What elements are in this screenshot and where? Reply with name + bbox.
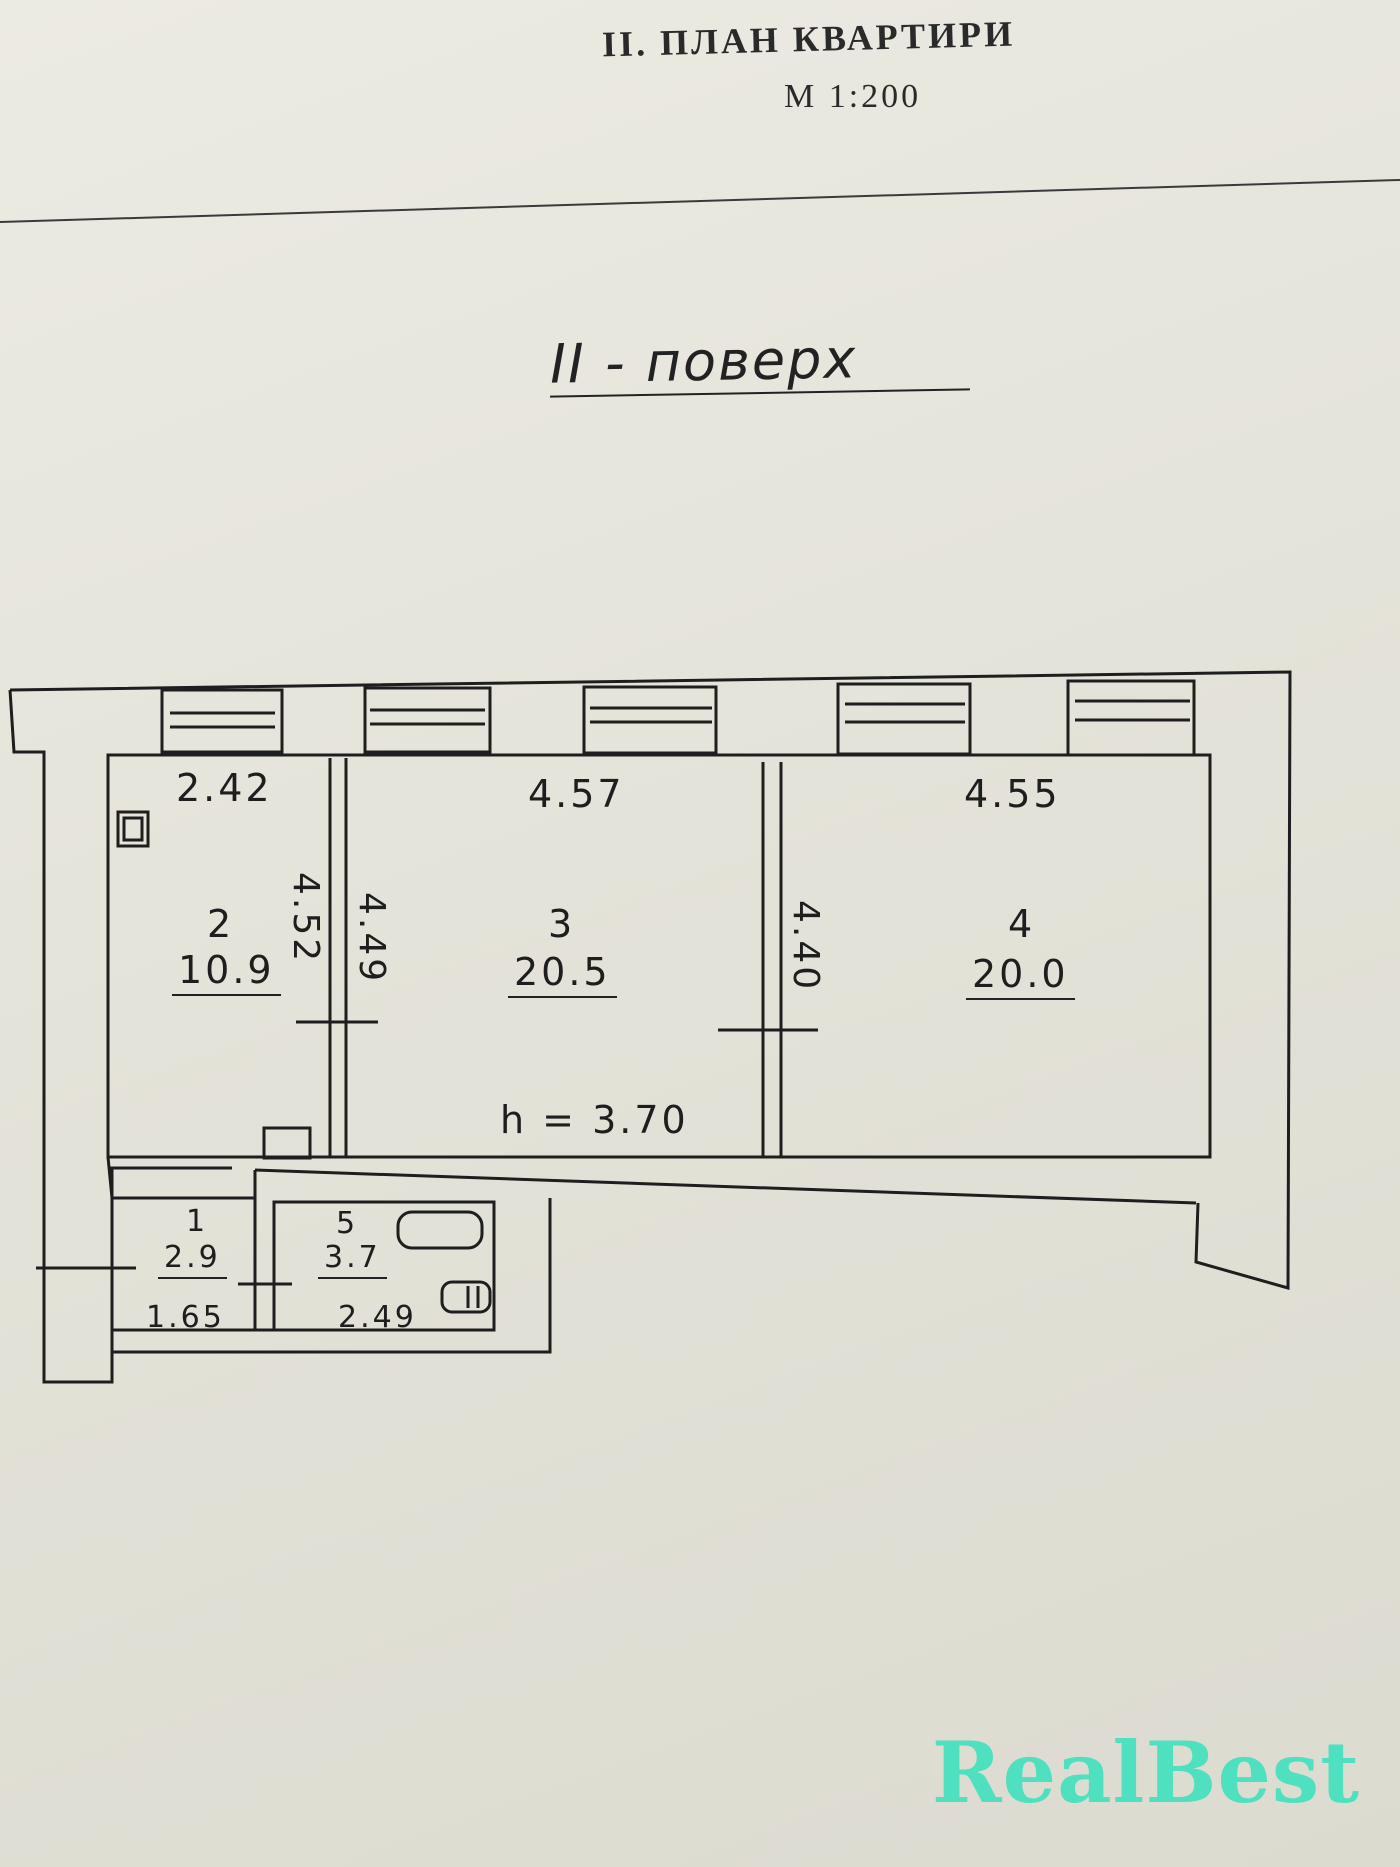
room-1-width: 1.65 xyxy=(146,1300,225,1335)
plan-scale: М 1:200 xyxy=(784,78,922,115)
windows xyxy=(160,679,1196,757)
interior-walls xyxy=(106,753,1212,1332)
cabinet-symbol xyxy=(262,1126,312,1160)
exterior-walls xyxy=(8,670,1292,1384)
sink-symbol xyxy=(440,1280,492,1314)
room-2-width: 2.42 xyxy=(176,766,273,810)
room-2-number: 2 xyxy=(207,902,235,946)
room-2-length: 4.52 xyxy=(285,872,326,965)
room-3-number: 3 xyxy=(548,902,576,946)
room-5-area: 3.7 xyxy=(318,1240,387,1279)
bathtub-symbol xyxy=(396,1210,484,1250)
room-4-number: 4 xyxy=(1008,902,1036,946)
door-marks xyxy=(36,1020,818,1286)
room-4-area: 20.0 xyxy=(966,952,1075,1000)
room-1-area: 2.9 xyxy=(158,1240,227,1279)
room-5-number: 5 xyxy=(336,1206,359,1241)
heater-symbol xyxy=(116,810,150,848)
room-2-area: 10.9 xyxy=(172,948,281,996)
room-3-width: 4.57 xyxy=(528,772,625,816)
ceiling-height: h = 3.70 xyxy=(500,1098,689,1142)
room-5-width: 2.49 xyxy=(338,1300,417,1335)
realbest-watermark: RealBest xyxy=(931,1723,1360,1822)
room-4-width: 4.55 xyxy=(964,772,1061,816)
room-4-length: 4.40 xyxy=(785,900,826,993)
room-3-area: 20.5 xyxy=(508,950,617,998)
room-1-number: 1 xyxy=(186,1204,209,1239)
room-3-length: 4.49 xyxy=(351,892,392,985)
